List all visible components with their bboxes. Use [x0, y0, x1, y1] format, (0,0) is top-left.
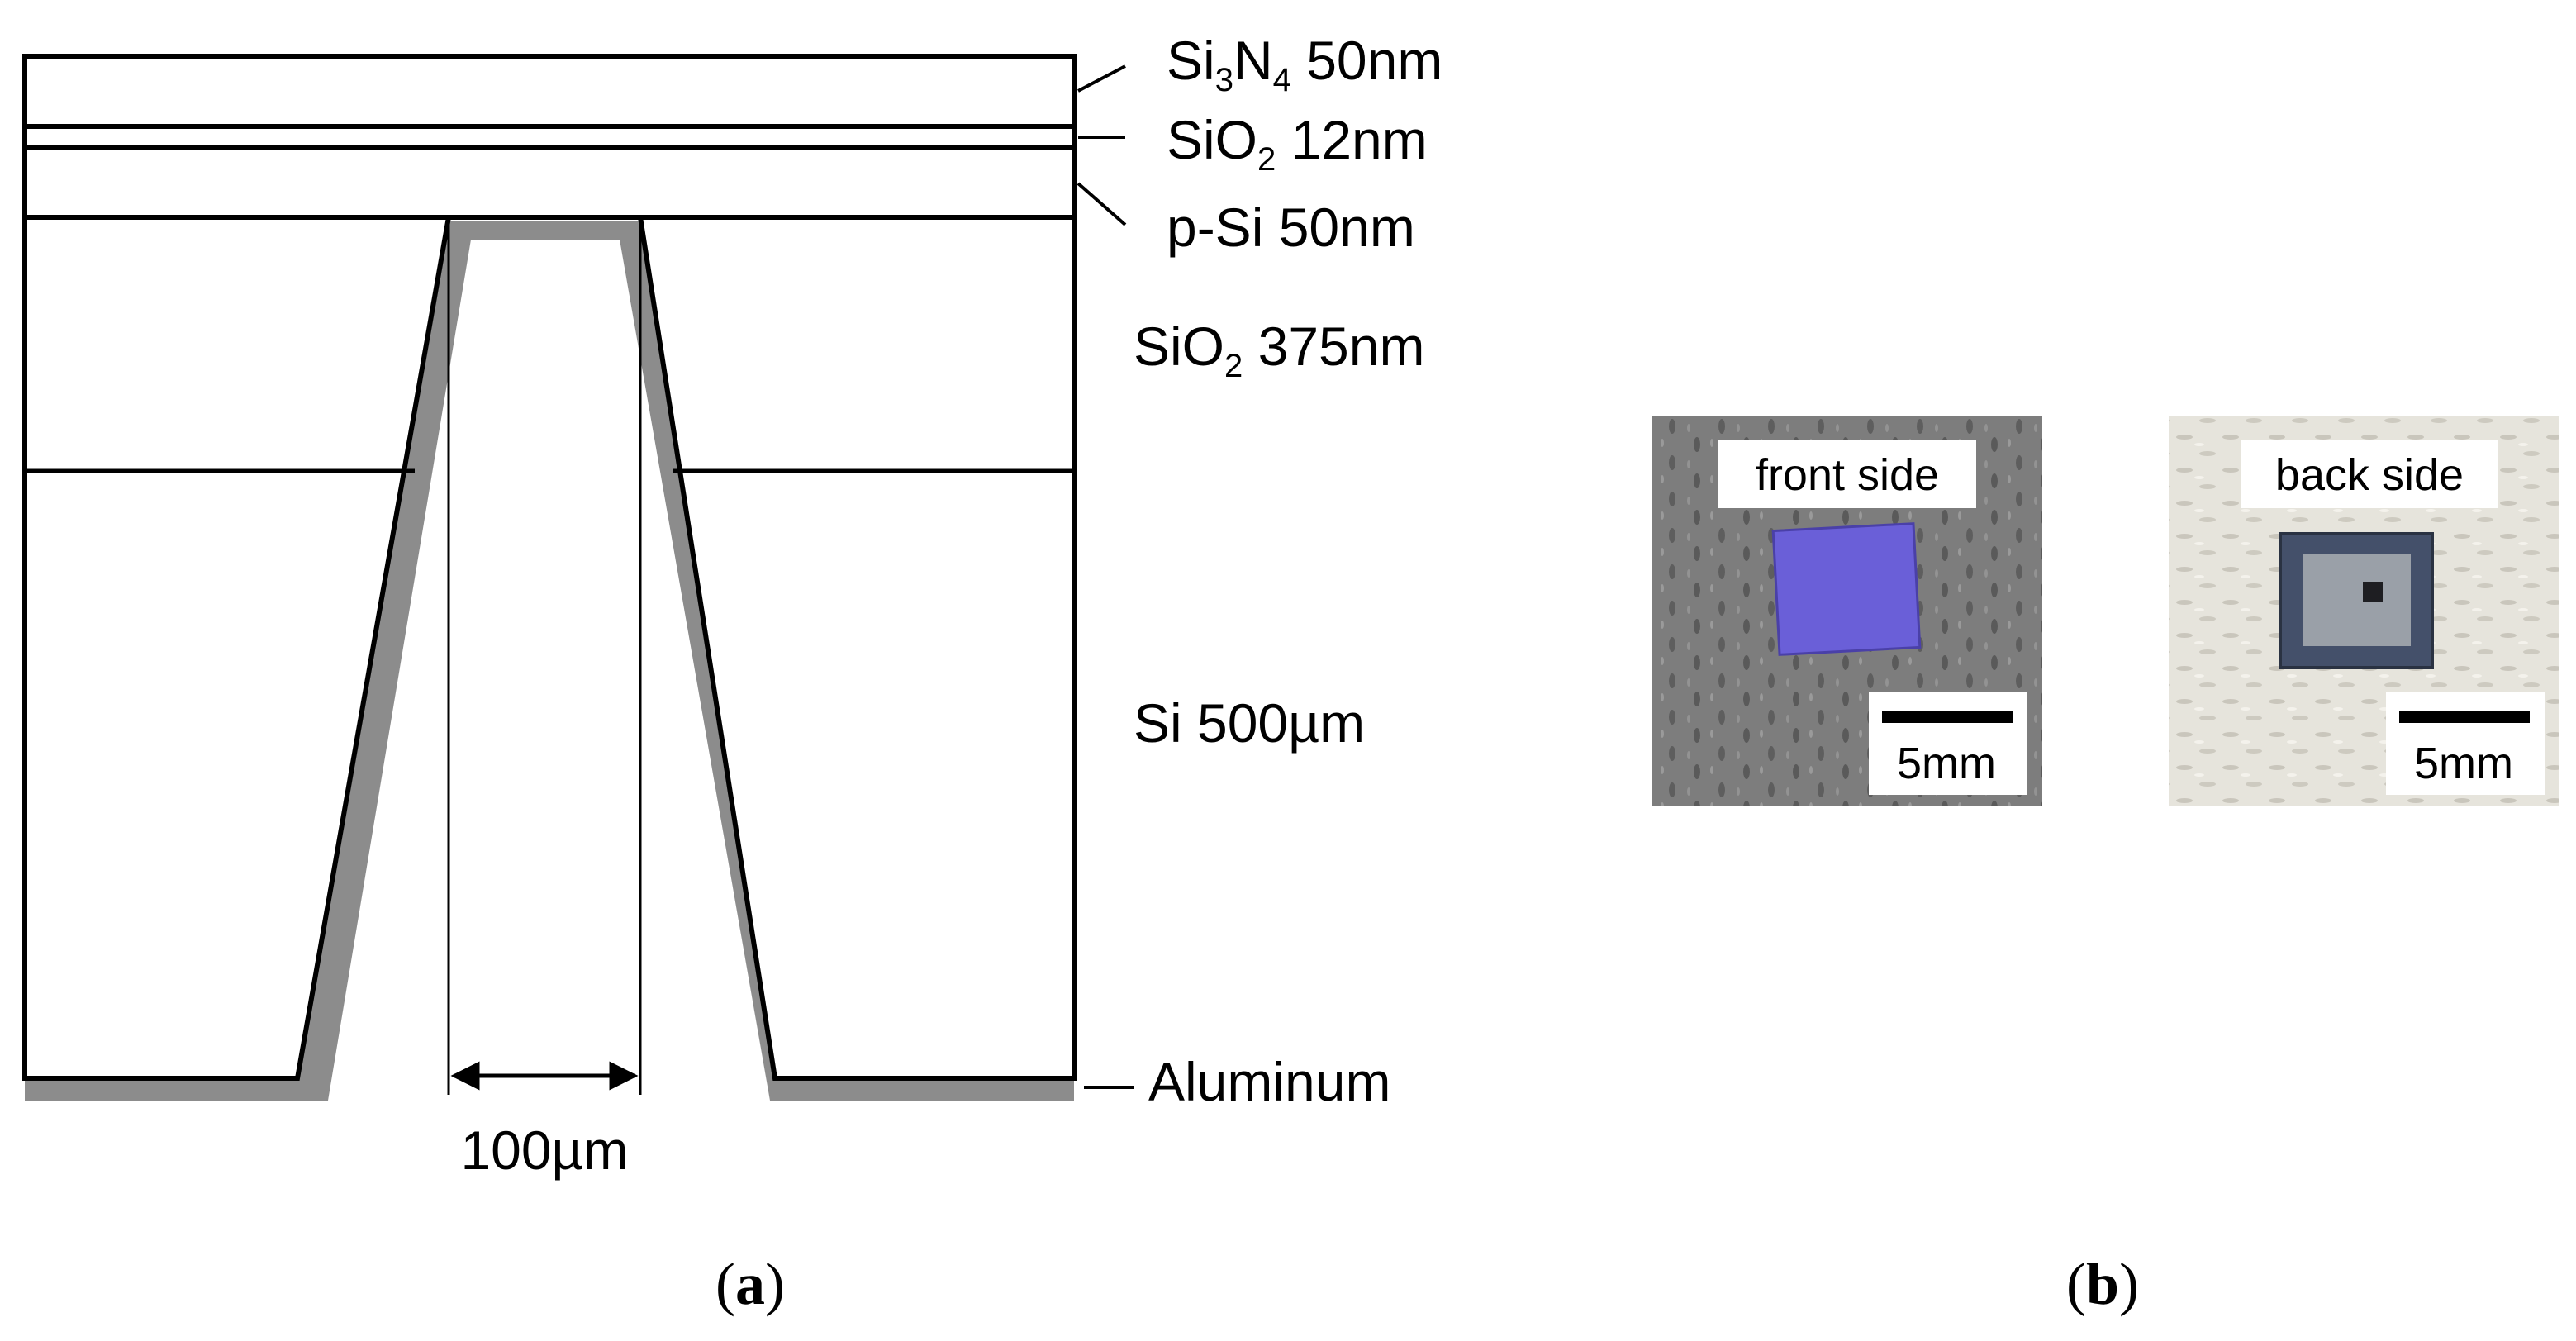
layer-si3n4 [22, 54, 1077, 129]
chip-back-membrane [2363, 582, 2383, 602]
panel-label-a: (a) [715, 1251, 785, 1317]
leader-si3n4 [1077, 64, 1126, 93]
scale-bar-front [1882, 711, 2013, 723]
opening-width-label: 100µm [460, 1120, 628, 1181]
photo-back-side: back side 5mm [2169, 416, 2559, 806]
label-p-si: p-Si 50nm [1167, 197, 1415, 258]
scale-box-back [2386, 692, 2545, 795]
leader-p-si [1077, 182, 1127, 226]
substrate-right [637, 215, 1077, 1081]
scale-box-front [1869, 692, 2027, 795]
label-si3n4: Si3N4 50nm [1167, 30, 1442, 98]
label-aluminum: Aluminum [1148, 1051, 1390, 1112]
caption-front: front side [1756, 450, 1939, 500]
chip-back-cavity [2303, 554, 2411, 646]
photo-front-side: front side 5mm [1652, 416, 2042, 806]
aluminum-coating [25, 221, 1074, 1101]
scale-label-front: 5mm [1897, 739, 1996, 788]
label-sio2-thin: SiO2 12nm [1167, 109, 1428, 178]
caption-box-back [2241, 440, 2498, 508]
cross-section-diagram: 100µm Si3N4 50nm SiO2 12nm p-Si 50nm SiO… [22, 30, 1442, 1317]
label-si: Si 500µm [1134, 692, 1365, 754]
substrate-left [22, 215, 452, 1081]
panel-label-b: (b) [2066, 1251, 2139, 1317]
layer-sio2-thin [22, 124, 1077, 150]
caption-back: back side [2275, 450, 2464, 500]
scale-label-back: 5mm [2414, 739, 2513, 788]
label-sio2-thick: SiO2 375nm [1134, 316, 1424, 384]
layer-p-si [22, 145, 1077, 220]
chip-front [1771, 522, 1922, 656]
caption-box-front [1718, 440, 1976, 508]
scale-bar-back [2399, 711, 2530, 723]
